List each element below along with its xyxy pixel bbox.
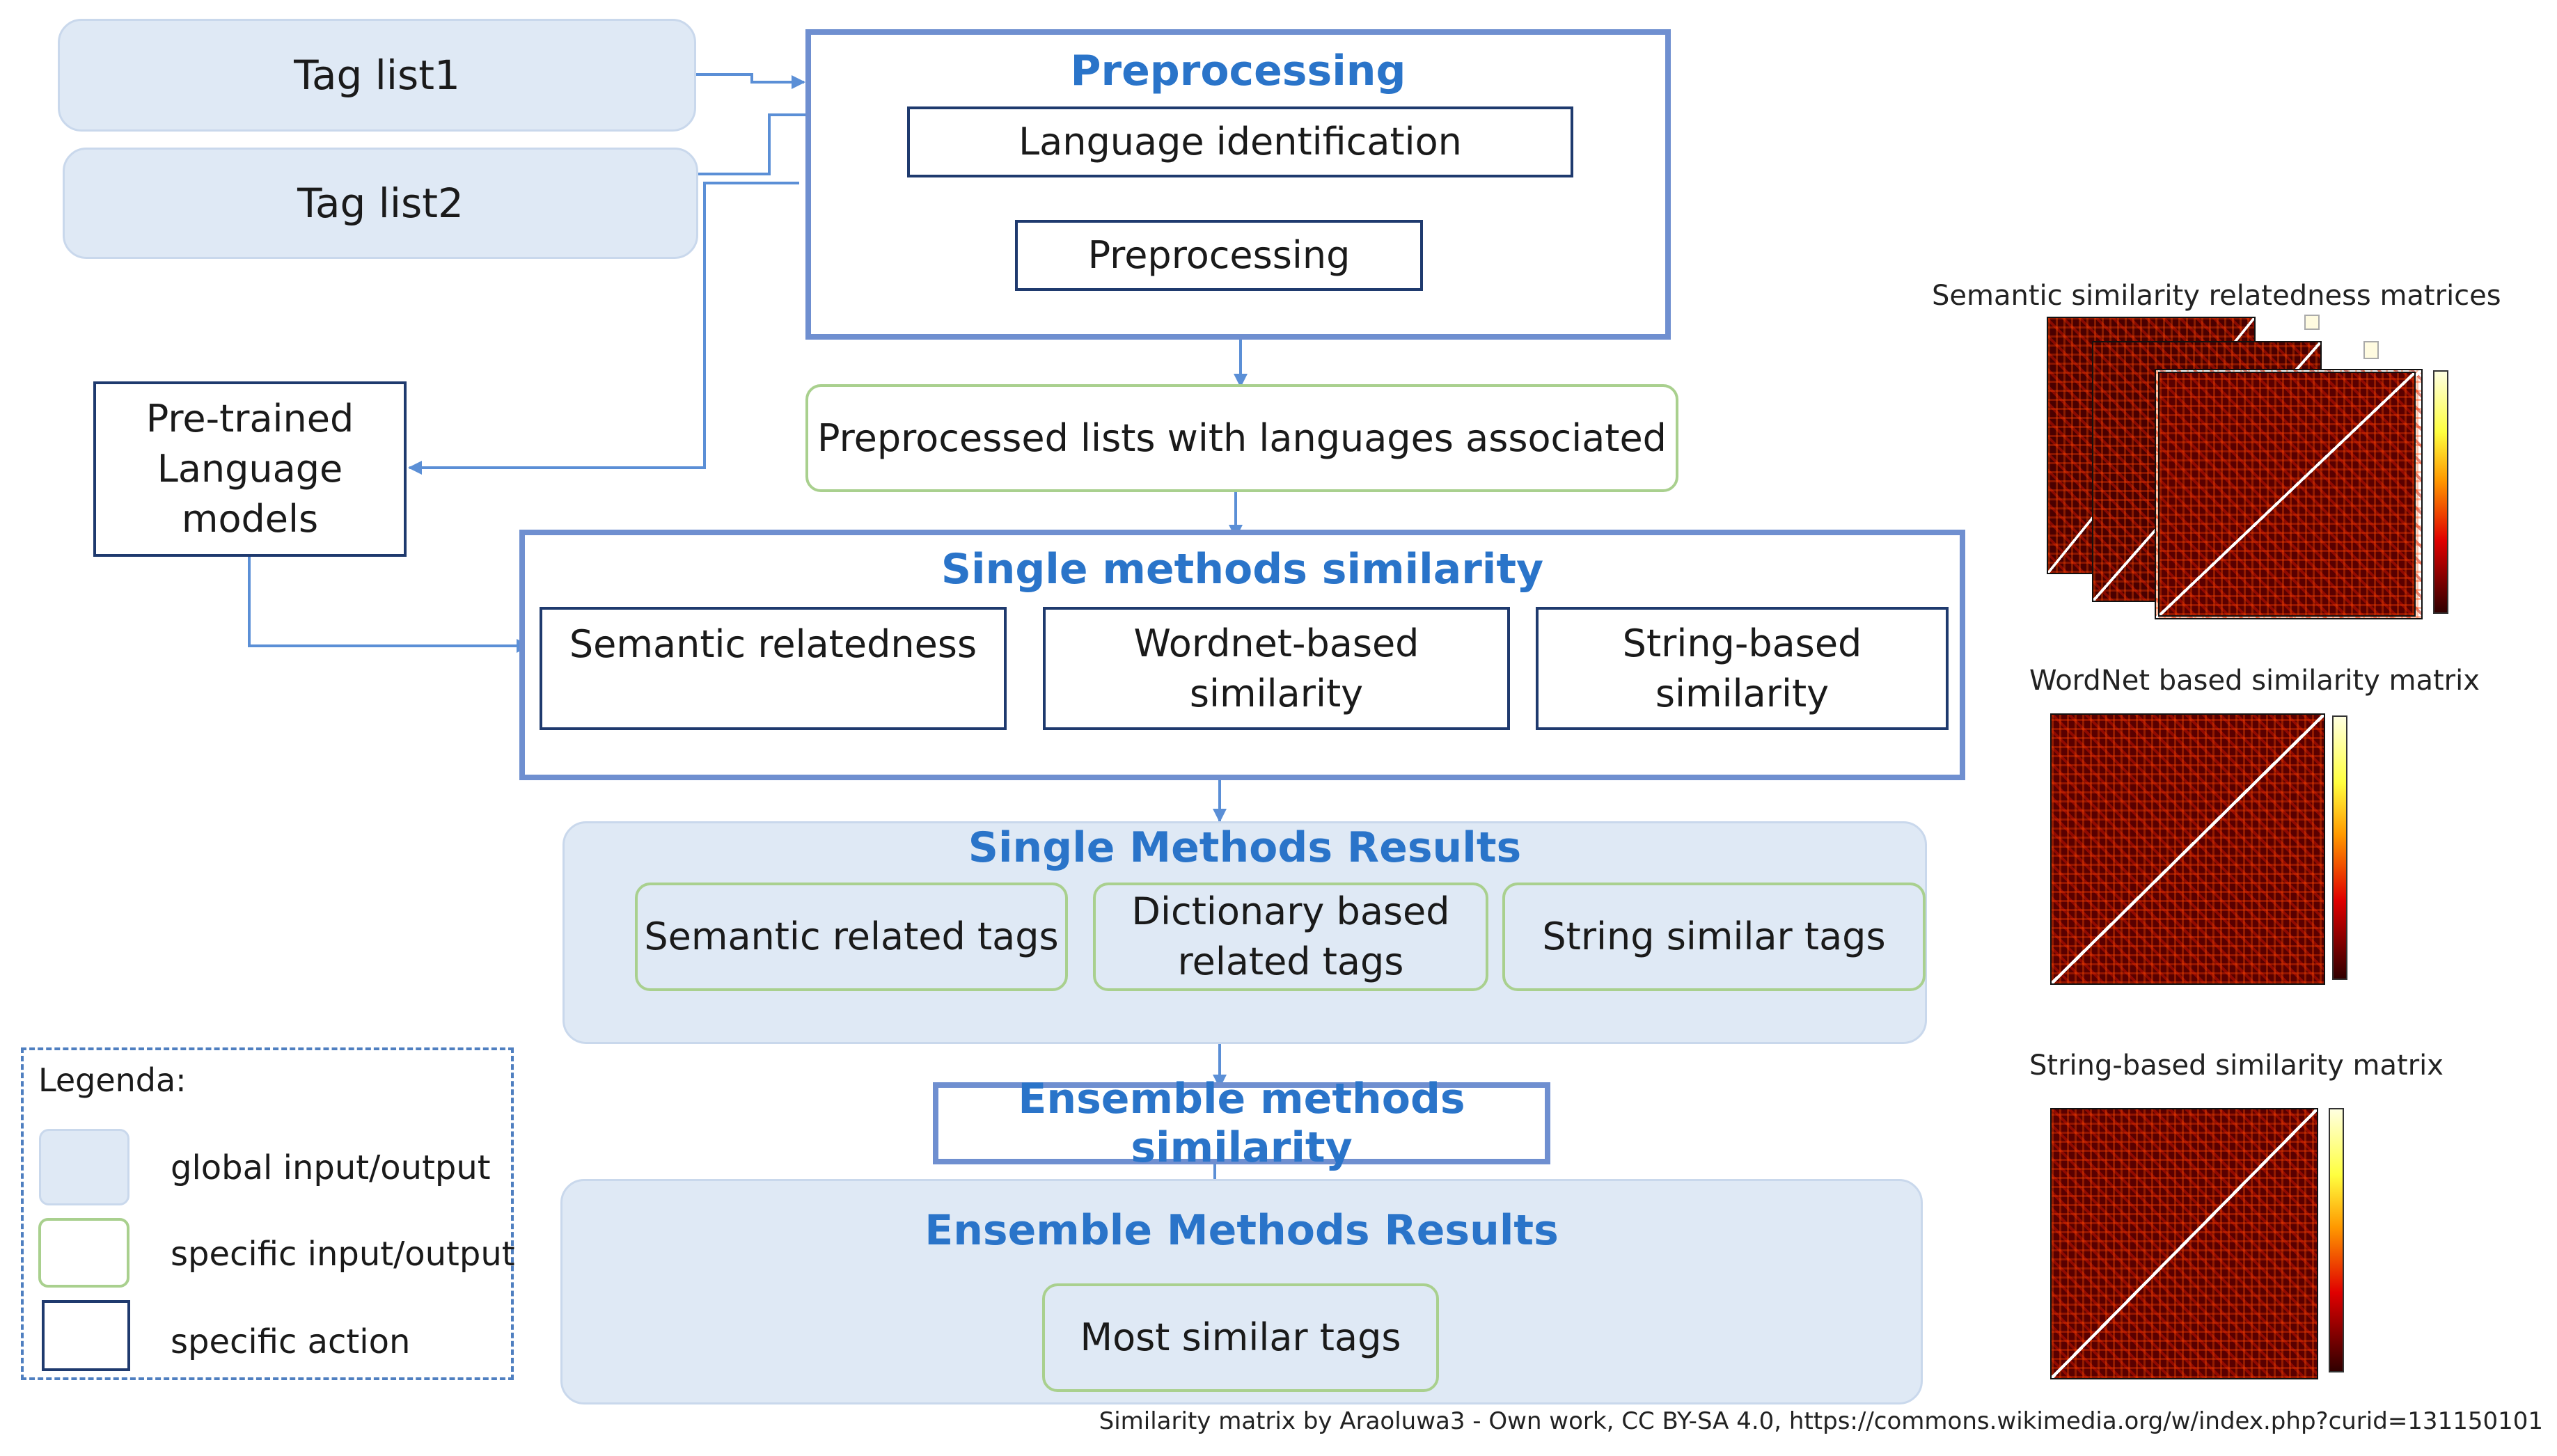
string-similar-tags-label: String similar tags xyxy=(1542,915,1886,958)
wordnet-similarity-box: Wordnet-based similarity xyxy=(1043,607,1510,730)
legend-specific-swatch xyxy=(38,1218,129,1288)
semantic-matrices-caption: Semantic similarity relatedness matrices xyxy=(1932,280,2501,312)
semantic-relatedness-label: Semantic relatedness xyxy=(569,622,977,666)
wordnet-matrix-caption: WordNet based similarity matrix xyxy=(2029,665,2480,697)
legend-specific-label: specific input/output xyxy=(171,1235,515,1274)
arrow-pretrained-to-single-methods xyxy=(248,557,530,653)
preprocessed-lists-box: Preprocessed lists with languages associ… xyxy=(805,384,1678,492)
pretrained-models-label: Pre-trained Language models xyxy=(145,397,354,541)
semantic-matrix-front-heatmap xyxy=(2158,372,2416,617)
arrow-taglist1-to-preprocessing xyxy=(696,73,805,89)
legend-action-swatch xyxy=(42,1300,130,1371)
single-results-title: Single Methods Results xyxy=(968,823,1522,872)
most-similar-tags-label: Most similar tags xyxy=(1080,1315,1401,1359)
legend-global-swatch xyxy=(39,1129,129,1205)
legend-box xyxy=(21,1047,514,1380)
tag-list2-label: Tag list2 xyxy=(297,180,464,227)
dictionary-related-tags-label: Dictionary based related tags xyxy=(1131,889,1450,983)
wordnet-similarity-label: Wordnet-based similarity xyxy=(1133,621,1419,715)
preprocessing-title: Preprocessing xyxy=(1070,47,1406,95)
semantic-related-tags-box: Semantic related tags xyxy=(635,883,1068,991)
preprocessing-step-label: Preprocessing xyxy=(1087,233,1351,277)
semantic-related-tags-label: Semantic related tags xyxy=(644,915,1059,958)
legend-global-label: global input/output xyxy=(171,1148,491,1187)
ensemble-methods-label: Ensemble methods similarity xyxy=(1018,1075,1465,1172)
language-identification-label: Language identification xyxy=(1018,120,1462,164)
preprocessed-lists-label: Preprocessed lists with languages associ… xyxy=(817,416,1667,460)
ensemble-results-title: Ensemble Methods Results xyxy=(925,1206,1559,1255)
legend-title: Legenda: xyxy=(38,1061,187,1099)
semantic-matrix-back-colorbar xyxy=(2304,315,2320,330)
preprocessing-step-box: Preprocessing xyxy=(1015,220,1423,291)
arrow-preprocessing-to-pretrained xyxy=(408,182,799,475)
dictionary-related-tags-box: Dictionary based related tags xyxy=(1093,883,1488,991)
string-similar-tags-box: String similar tags xyxy=(1502,883,1926,991)
image-credit: Similarity matrix by Araoluwa3 - Own wor… xyxy=(1099,1407,2543,1435)
most-similar-tags-box: Most similar tags xyxy=(1042,1283,1439,1392)
string-similarity-label: String-based similarity xyxy=(1622,621,1862,715)
string-matrix-colorbar xyxy=(2329,1108,2344,1372)
string-similarity-box: String-based similarity xyxy=(1536,607,1949,730)
semantic-matrix-middle-colorbar xyxy=(2363,341,2379,359)
string-matrix-image xyxy=(2050,1108,2318,1379)
semantic-matrices-image xyxy=(2033,313,2464,626)
tag-list1-box: Tag list1 xyxy=(58,19,696,132)
legend-action-label: specific action xyxy=(171,1322,411,1361)
ensemble-methods-box: Ensemble methods similarity xyxy=(933,1075,1550,1172)
semantic-relatedness-box: Semantic relatedness xyxy=(540,607,1007,730)
wordnet-matrix-colorbar xyxy=(2332,715,2347,980)
tag-list1-label: Tag list1 xyxy=(294,52,460,99)
string-matrix-caption: String-based similarity matrix xyxy=(2029,1050,2444,1082)
wordnet-matrix-image xyxy=(2050,713,2325,985)
single-methods-title: Single methods similarity xyxy=(941,545,1544,594)
tag-list2-box: Tag list2 xyxy=(63,148,698,259)
language-identification-box: Language identification xyxy=(907,106,1573,177)
pretrained-models-box: Pre-trained Language models xyxy=(93,381,407,557)
semantic-matrix-colorbar xyxy=(2433,370,2448,614)
